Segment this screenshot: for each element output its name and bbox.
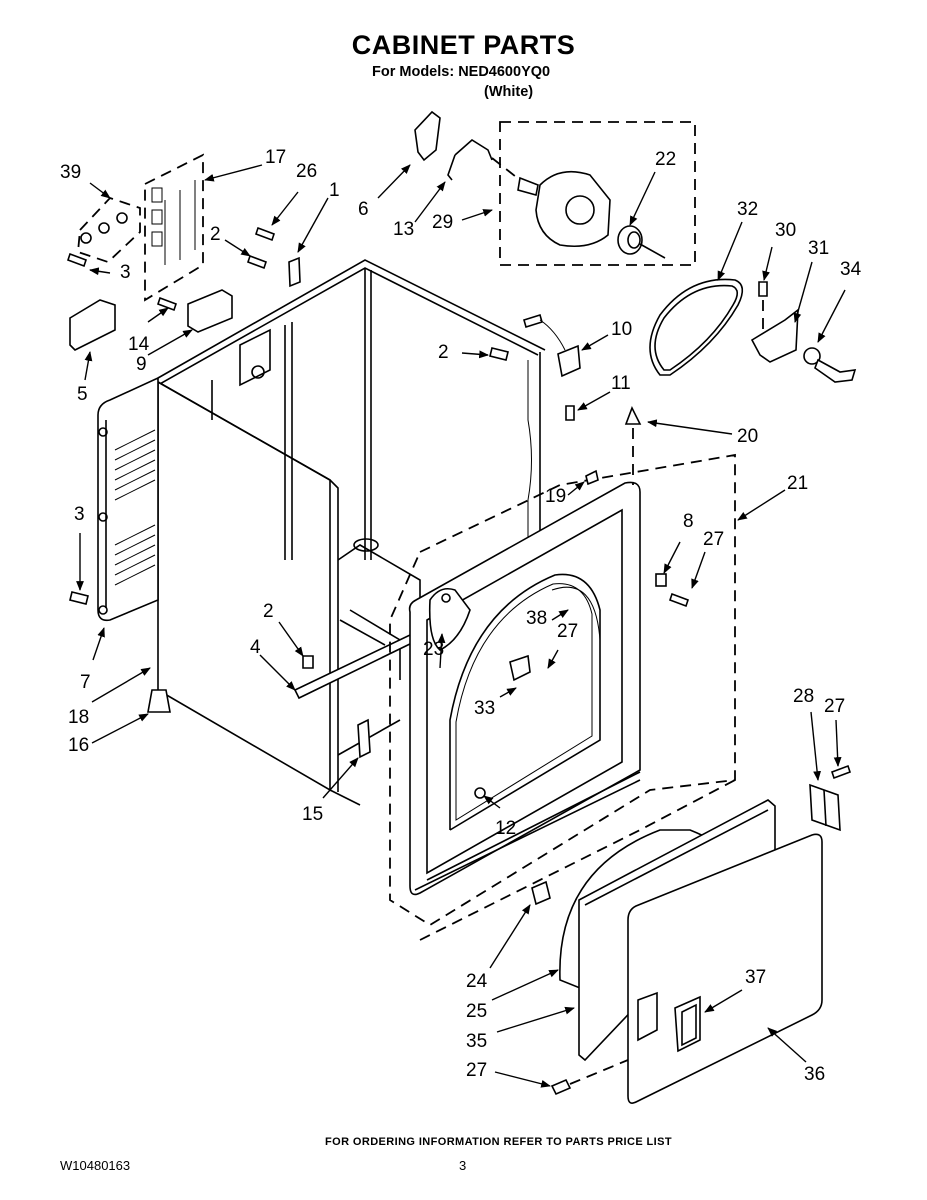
callout-24: 24 [466,971,488,992]
callout-19: 19 [545,486,566,507]
callout-33: 33 [474,698,495,719]
callout-35: 35 [466,1031,487,1052]
callout-2: 2 [438,342,449,363]
belt-idler-drawing [649,278,857,383]
callout-18: 18 [68,707,89,728]
callout-21: 21 [787,473,808,494]
callout-22: 22 [655,149,676,170]
callout-30: 30 [775,220,796,241]
callout-27: 27 [466,1060,487,1081]
callout-31: 31 [808,238,829,259]
callout-17: 17 [265,147,286,168]
callout-29: 29 [432,212,453,233]
door-drawing [419,764,852,1104]
callout-27: 27 [557,621,578,642]
callout-3: 3 [120,262,131,283]
callout-27: 27 [703,529,724,550]
page-number: 3 [459,1158,467,1173]
callout-13: 13 [393,219,414,240]
callout-26: 26 [296,161,317,182]
callout-25: 25 [466,1001,487,1022]
callout-8: 8 [683,511,694,532]
callout-2: 2 [210,224,221,245]
callout-5: 5 [77,384,88,405]
callout-7: 7 [80,672,91,693]
callout-2: 2 [263,601,274,622]
callout-39: 39 [60,162,81,183]
color-variant: (White) [484,84,534,100]
console-parts-drawing [66,153,581,759]
callout-37: 37 [745,967,766,988]
callout-11: 11 [611,373,631,394]
callout-12: 12 [495,818,516,839]
callout-4: 4 [250,637,261,658]
models-line: For Models: NED4600YQ0 [372,64,551,80]
front-panel-drawing [389,406,736,927]
page-title: CABINET PARTS [351,30,576,60]
callout-3: 3 [74,504,85,525]
callout-14: 14 [128,334,150,355]
document-number: W10480163 [60,1158,131,1173]
callout-28: 28 [793,686,814,707]
callout-labels: 39 17 26 1 2 3 14 9 5 6 13 29 22 32 30 3… [60,147,862,1085]
callout-27: 27 [824,696,845,717]
callout-16: 16 [68,735,89,756]
callout-38: 38 [526,608,547,629]
callout-34: 34 [840,259,862,280]
ordering-note: FOR ORDERING INFORMATION REFER TO PARTS … [325,1136,672,1148]
callout-6: 6 [358,199,369,220]
callout-10: 10 [611,319,632,340]
callout-32: 32 [737,199,758,220]
leader-lines [76,164,846,1088]
callout-9: 9 [136,354,147,375]
callout-20: 20 [737,426,758,447]
callout-15: 15 [302,804,323,825]
callout-23: 23 [423,639,444,660]
motor-drawing [414,110,696,266]
callout-36: 36 [804,1064,825,1085]
callout-1: 1 [329,180,340,201]
